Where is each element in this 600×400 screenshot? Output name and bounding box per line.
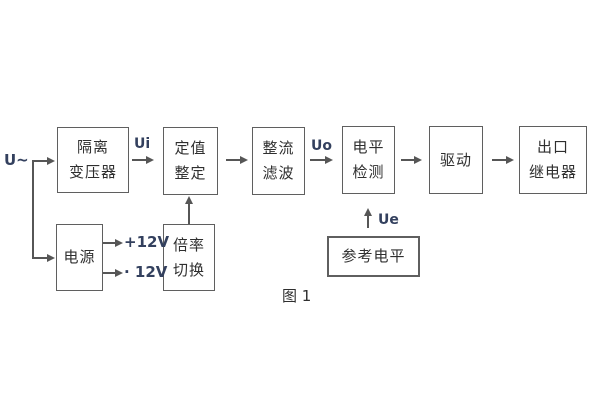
block-label: 检测 <box>352 163 385 181</box>
block-label: 电源 <box>63 248 96 266</box>
block-label: 隔离 <box>76 138 109 156</box>
block-label: 整定 <box>174 164 207 182</box>
block-isolation-transformer: 隔离 变压器 <box>57 127 129 193</box>
minus-12v-label: · 12V <box>124 263 168 281</box>
block-setpoint: 定值 整定 <box>163 127 218 195</box>
arrow-power-minus12 <box>103 272 115 274</box>
arrow-detector-to-driver <box>401 159 414 161</box>
block-power-supply: 电源 <box>56 224 103 291</box>
ue-signal-label: Ue <box>378 212 399 228</box>
arrow-input-to-power <box>32 257 47 259</box>
arrow-reference-to-detector <box>367 216 369 228</box>
arrow-setpoint-to-rectifier <box>226 159 240 161</box>
block-label: 变压器 <box>68 163 117 181</box>
block-label: 整流 <box>262 139 295 157</box>
arrow-transformer-to-setpoint <box>132 159 146 161</box>
block-label: 定值 <box>174 139 207 157</box>
ui-signal-label: Ui <box>134 136 151 152</box>
block-reference-level: 参考电平 <box>327 236 420 277</box>
block-label: 驱动 <box>439 150 472 169</box>
arrow-rectifier-to-detector <box>310 159 325 161</box>
block-label: 电平 <box>352 138 385 156</box>
figure-caption: 图 1 <box>282 287 312 305</box>
input-signal-label: U~ <box>4 151 29 169</box>
block-label: 倍率 <box>172 235 205 254</box>
block-driver: 驱动 <box>429 126 483 194</box>
block-label: 继电器 <box>528 163 577 181</box>
block-label: 切换 <box>172 260 205 279</box>
block-rectifier-filter: 整流 滤波 <box>252 127 305 195</box>
arrow-input-to-transformer <box>32 160 47 162</box>
arrow-ratio-to-setpoint <box>188 204 190 224</box>
input-branch-line <box>32 161 34 258</box>
block-level-detector: 电平 检测 <box>342 126 395 194</box>
plus-12v-label: +12V <box>124 233 170 251</box>
block-ratio-switch: 倍率 切换 <box>163 224 215 291</box>
block-output-relay: 出口 继电器 <box>519 126 587 194</box>
block-label: 出口 <box>536 138 569 156</box>
block-label: 滤波 <box>262 164 295 182</box>
block-label: 参考电平 <box>341 247 406 265</box>
arrow-power-plus12 <box>103 242 115 244</box>
arrow-driver-to-relay <box>492 159 506 161</box>
uo-signal-label: Uo <box>311 138 332 154</box>
